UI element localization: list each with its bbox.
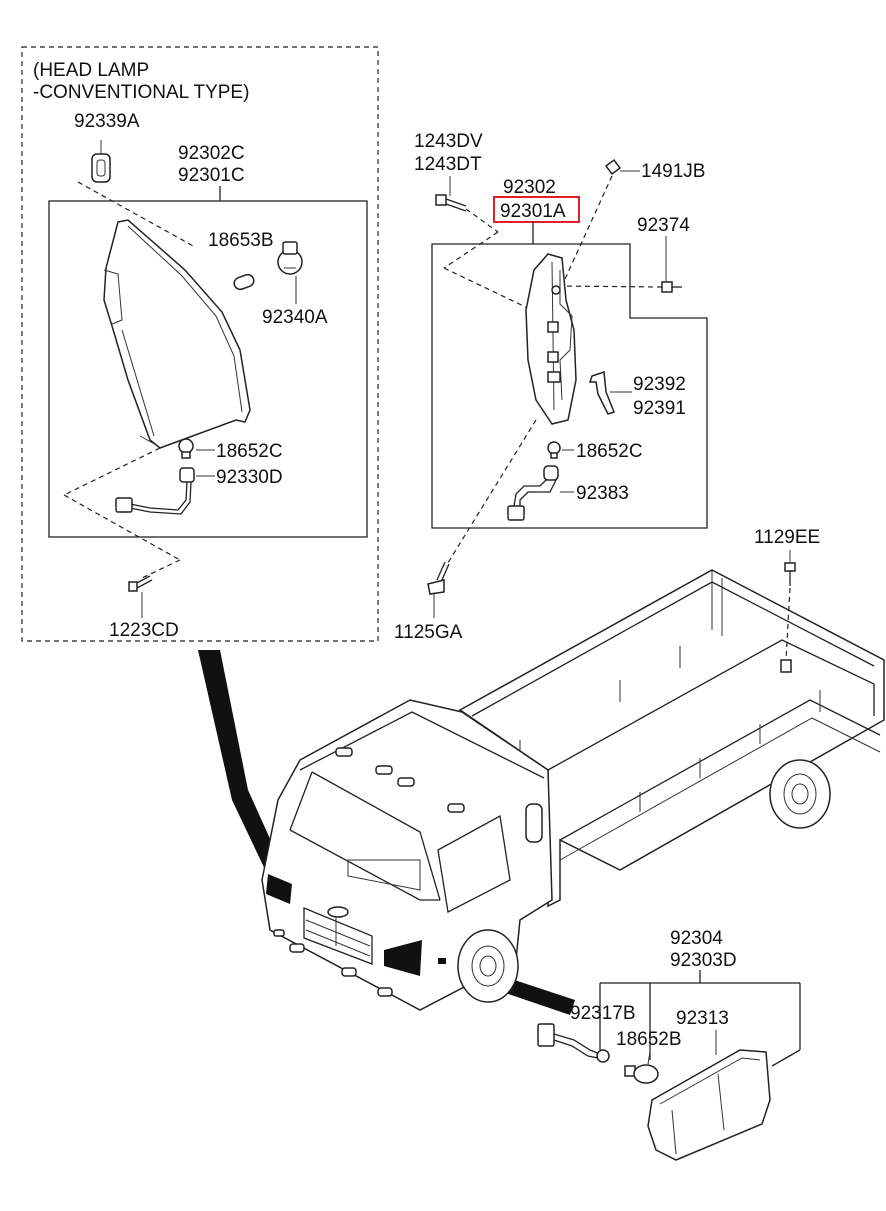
- screw-1129EE-part: [784, 562, 796, 586]
- label-1491JB[interactable]: 1491JB: [641, 161, 705, 182]
- label-92304[interactable]: 92304: [670, 928, 723, 949]
- rear-wheel: [769, 759, 831, 829]
- bulb-18652B-part: [624, 1064, 659, 1084]
- harness-92330D-part: [115, 467, 195, 515]
- label-92317B[interactable]: 92317B: [570, 1003, 636, 1024]
- harness-92317B-part: [537, 1023, 610, 1063]
- label-92301C[interactable]: 92301C: [178, 165, 245, 186]
- headlamp-main-part: [525, 253, 577, 425]
- truck-illustration: 1129EE: [198, 527, 885, 1015]
- clip-92339A-slot: [96, 159, 106, 177]
- headlamp-title-line2: -CONVENTIONAL TYPE): [33, 82, 249, 103]
- label-92340A[interactable]: 92340A: [262, 307, 328, 328]
- label-92392[interactable]: 92392: [633, 374, 686, 395]
- label-92303D[interactable]: 92303D: [670, 950, 737, 971]
- headlamp-main-section: 1243DV 1243DT 92302 92301A 1491JB 92374: [394, 131, 708, 643]
- screw-1223CD-part: [128, 575, 153, 592]
- harness-92383-part: [507, 465, 559, 521]
- label-92374[interactable]: 92374: [637, 215, 690, 236]
- bulb-18652C-left-part: [178, 438, 194, 459]
- bolt-1243DV-part: [435, 194, 467, 212]
- bolt-92374-part: [661, 281, 682, 293]
- label-92330D[interactable]: 92330D: [216, 467, 283, 488]
- leader-strip-headlamp-left: [198, 650, 285, 880]
- label-92383[interactable]: 92383: [576, 483, 629, 504]
- label-92302[interactable]: 92302: [503, 177, 556, 198]
- label-18652C-left[interactable]: 18652C: [216, 441, 283, 462]
- side-marker-section: 92304 92303D 92317B 92313 18652B: [537, 928, 801, 1161]
- headlamp-title-line1: (HEAD LAMP: [33, 60, 149, 81]
- bulb-18652C-right-part: [547, 441, 561, 459]
- headlamp-conventional-part: [103, 219, 251, 449]
- label-1129EE[interactable]: 1129EE: [754, 527, 820, 548]
- clip-1491JB-part: [604, 158, 622, 176]
- cargo-bed: [458, 569, 885, 908]
- label-92313[interactable]: 92313: [676, 1008, 729, 1029]
- highlight-box-92301A: [493, 196, 580, 223]
- label-92339A[interactable]: 92339A: [74, 111, 140, 132]
- clip-92339A-part: [91, 153, 111, 183]
- label-18652C-right[interactable]: 18652C: [576, 441, 643, 462]
- label-18652B[interactable]: 18652B: [616, 1029, 682, 1050]
- bulb-18653B-part: [233, 273, 255, 291]
- bracket-92392-part: [588, 370, 615, 415]
- label-1223CD[interactable]: 1223CD: [109, 620, 179, 641]
- lens-92313-part: [647, 1049, 771, 1161]
- headlamp-assembly-frame-main: [431, 243, 708, 529]
- label-18653B[interactable]: 18653B: [208, 230, 274, 251]
- label-1243DT[interactable]: 1243DT: [414, 154, 482, 175]
- label-92301A[interactable]: 92301A: [500, 201, 566, 222]
- screw-1125GA-part: [427, 561, 450, 595]
- headlamp-assembly-frame: [48, 200, 368, 538]
- headlamp-conventional-section: (HEAD LAMP -CONVENTIONAL TYPE) 92339A 92…: [21, 46, 379, 642]
- headlamp-dashed-frame: [21, 46, 379, 642]
- front-wheel: [457, 929, 519, 1003]
- label-1243DV[interactable]: 1243DV: [414, 131, 483, 152]
- label-92391[interactable]: 92391: [633, 398, 686, 419]
- socket-92340A-part: [277, 241, 303, 275]
- label-92302C[interactable]: 92302C: [178, 143, 245, 164]
- label-1125GA[interactable]: 1125GA: [394, 622, 463, 643]
